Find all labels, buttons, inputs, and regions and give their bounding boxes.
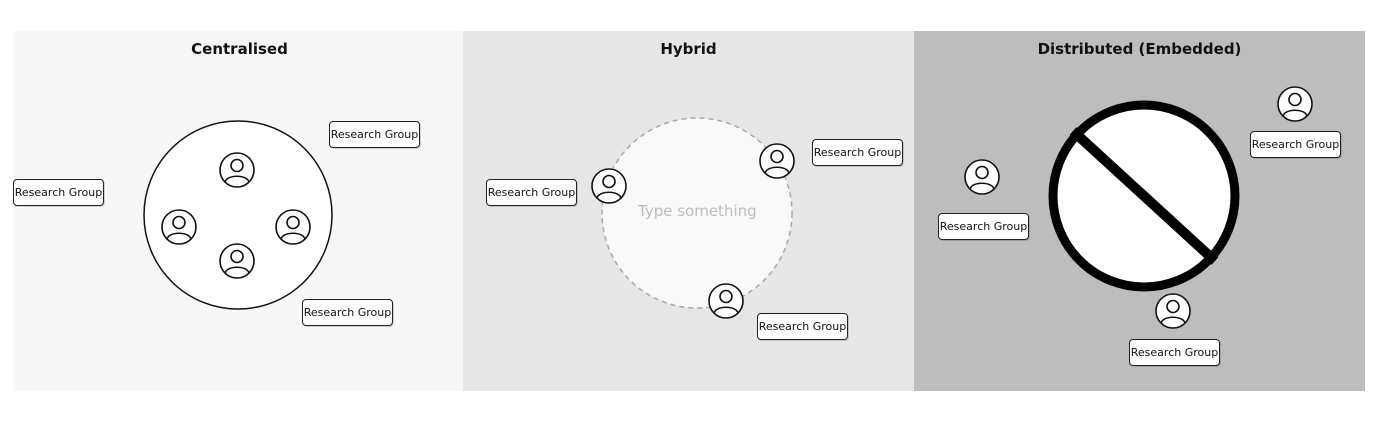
research-group-label[interactable]: Research Group [486,179,577,206]
hybrid-placeholder-text[interactable]: Type something [638,202,757,220]
user-icon [1155,293,1191,329]
hybrid-title: Hybrid [660,40,717,58]
prohibited-icon [1048,100,1240,292]
hybrid-dashed-circle [601,117,793,309]
user-icon [708,283,744,319]
research-group-label[interactable]: Research Group [1129,339,1220,366]
research-group-label[interactable]: Research Group [757,313,848,340]
user-icon [591,168,627,204]
user-icon [1277,86,1313,122]
research-group-label[interactable]: Research Group [302,299,393,326]
research-group-label[interactable]: Research Group [812,139,903,166]
centralised-title: Centralised [191,40,288,58]
research-group-label[interactable]: Research Group [13,179,104,206]
user-icon [275,209,311,245]
research-group-label[interactable]: Research Group [938,213,1029,240]
user-icon [964,159,1000,195]
research-group-label[interactable]: Research Group [1250,131,1341,158]
centralised-circle [143,120,333,310]
user-icon [161,209,197,245]
research-group-label[interactable]: Research Group [329,121,420,148]
distributed-title: Distributed (Embedded) [1037,40,1242,58]
user-icon [219,152,255,188]
user-icon [219,243,255,279]
user-icon [759,143,795,179]
